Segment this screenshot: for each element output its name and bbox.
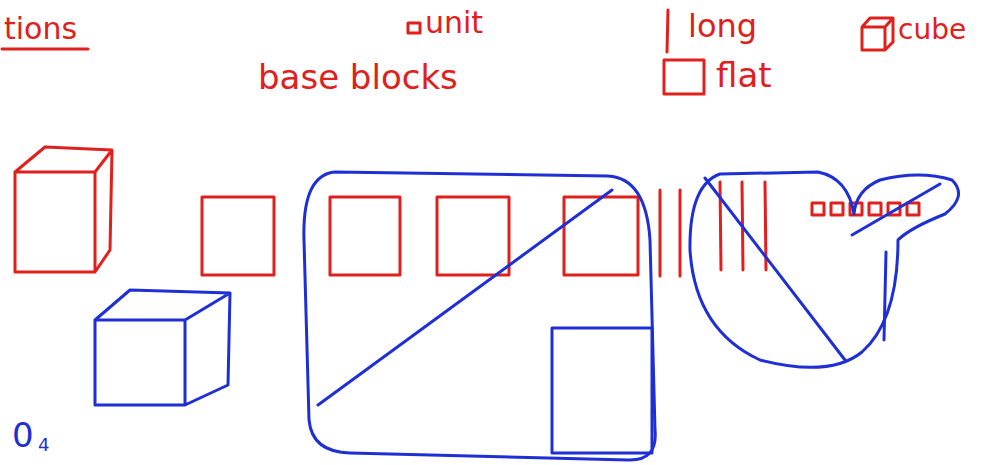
blue-marks: [95, 172, 959, 460]
block-name-wrap: flat: [716, 58, 772, 92]
cube-icon: [862, 18, 893, 50]
flat-block: [564, 197, 638, 275]
block-name-wrap: unit: [425, 8, 483, 38]
block-name: cube: [898, 16, 966, 44]
unit-block: [812, 203, 824, 215]
digit: 0: [12, 418, 34, 452]
section-label-wrap: base blocks: [258, 60, 458, 94]
flat-block: [202, 197, 274, 275]
heading-fragment-wrap: tions: [4, 14, 77, 44]
underline: [2, 48, 88, 51]
long-icon: [667, 10, 668, 52]
red-blocks: [15, 147, 919, 276]
flat-block: [437, 197, 509, 275]
long-block: [679, 190, 682, 276]
long-block: [720, 182, 721, 270]
flat-block: [330, 197, 400, 275]
heading-fragment: tions: [4, 14, 77, 44]
block-name: long: [688, 10, 757, 42]
unit-block: [831, 203, 843, 215]
long-block: [884, 252, 886, 340]
digit-wrap: 0: [12, 418, 34, 452]
long-block: [659, 190, 662, 276]
group-loop: [690, 172, 959, 367]
subscript-wrap: 4: [38, 436, 49, 454]
cube-block: [95, 290, 230, 405]
block-name: flat: [716, 58, 772, 92]
block-name-wrap: cube: [898, 16, 966, 44]
subscript: 4: [38, 436, 49, 454]
cube-block: [15, 147, 112, 272]
group-loop: [304, 172, 655, 460]
flat-block: [552, 328, 652, 453]
cross-out: [852, 184, 940, 235]
cross-out: [318, 190, 612, 405]
unit-block: [907, 203, 919, 215]
block-name: unit: [425, 8, 483, 38]
block-name-wrap: long: [688, 10, 757, 42]
flat-icon: [664, 60, 704, 94]
cross-out: [705, 178, 845, 360]
unit-icon: [408, 23, 420, 33]
unit-block: [869, 203, 881, 215]
section-label: base blocks: [258, 60, 458, 94]
